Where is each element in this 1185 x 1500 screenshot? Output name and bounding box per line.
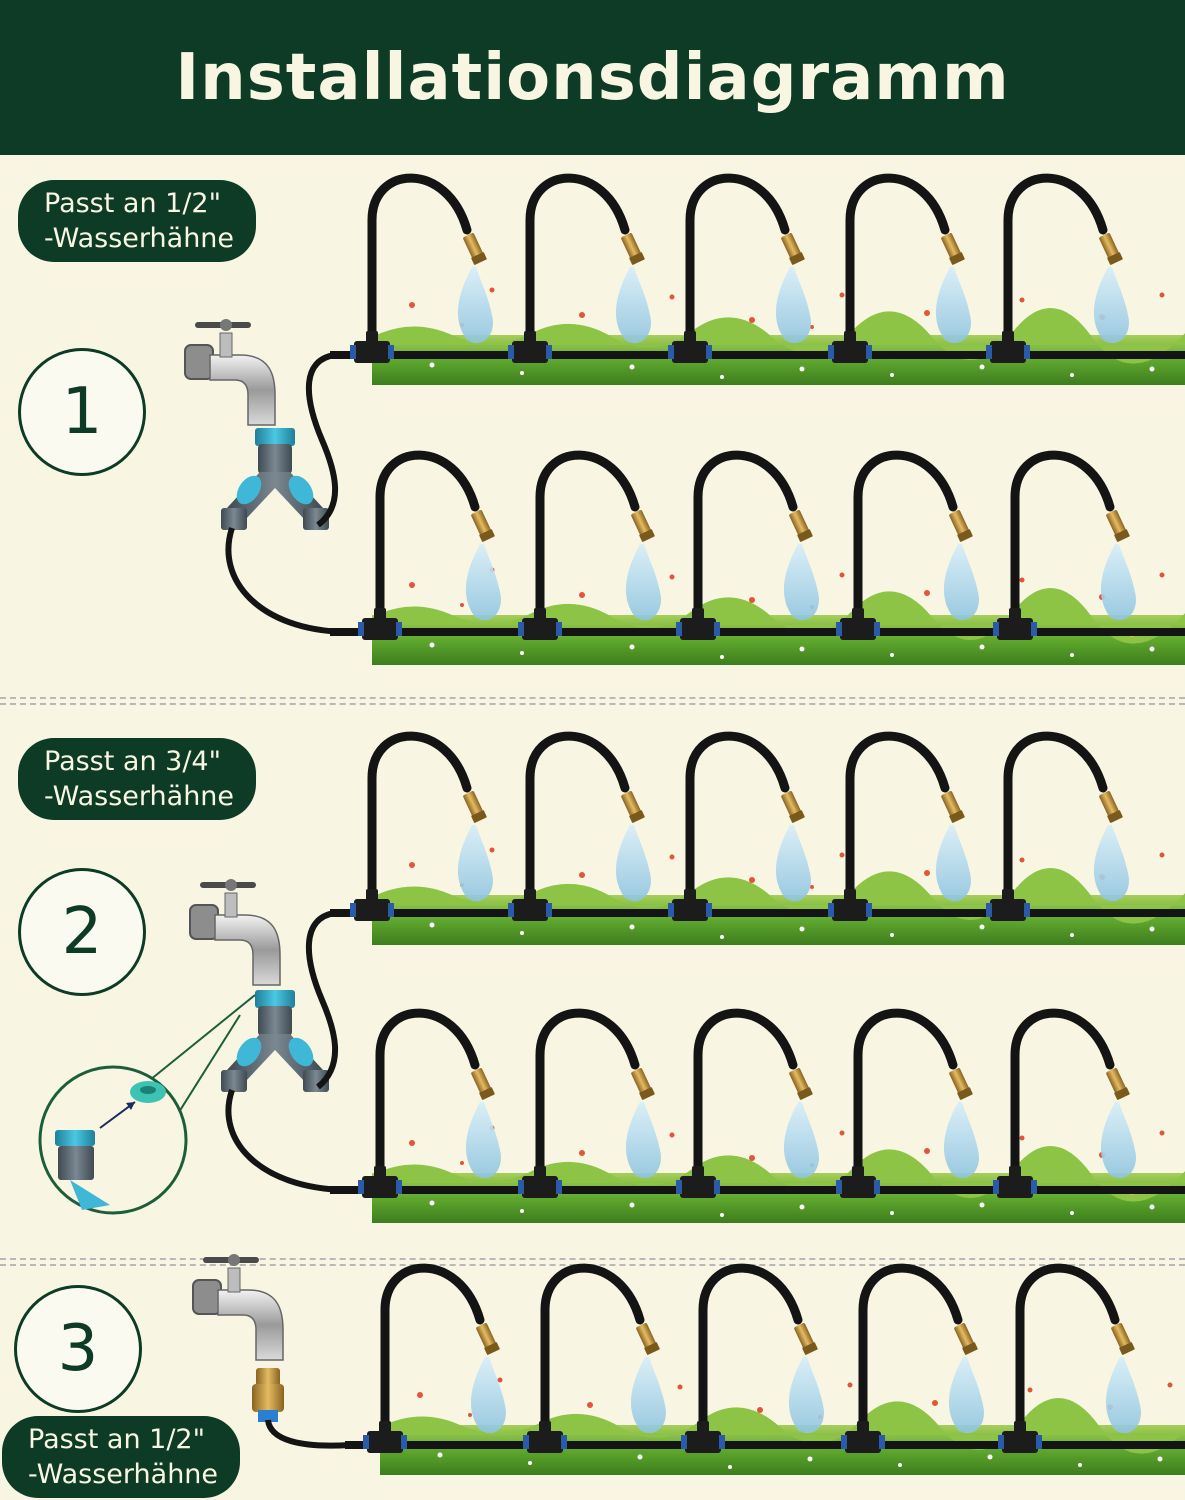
step-1-illustration [185, 178, 1185, 665]
step-number-3: 3 [14, 1285, 142, 1413]
fit-badge-1-line1: Passt an 1/2" [44, 188, 222, 219]
step-number-1: 1 [18, 348, 146, 476]
step-1-section: Passt an 1/2" -Wasserhähne 1 [0, 155, 1185, 695]
fit-badge-2-line2: -Wasserhähne [44, 781, 235, 812]
fit-badge-3-line1: Passt an 1/2" [28, 1424, 206, 1455]
fit-badge-1: Passt an 1/2" -Wasserhähne [18, 180, 257, 262]
step-2-section: Passt an 3/4" -Wasserhähne 2 [0, 705, 1185, 1255]
fit-badge-2: Passt an 3/4" -Wasserhähne [18, 738, 257, 820]
brass-adapter-icon [252, 1368, 284, 1422]
washer-callout [38, 994, 256, 1215]
step-3-illustration [193, 1254, 1185, 1475]
fit-badge-1-line2: -Wasserhähne [44, 223, 235, 254]
fit-badge-3: Passt an 1/2" -Wasserhähne [2, 1416, 241, 1498]
section-divider-1 [0, 697, 1185, 705]
rubber-washer-icon [130, 1081, 166, 1103]
fit-badge-3-line2: -Wasserhähne [28, 1459, 219, 1490]
page-title: Installationsdiagramm [175, 40, 1010, 115]
fit-badge-2-line1: Passt an 3/4" [44, 746, 222, 777]
header-banner: Installationsdiagramm [0, 0, 1185, 155]
step-2-illustration [38, 736, 1185, 1223]
step-number-2: 2 [18, 868, 146, 996]
step-3-section: 3 Passt an 1/2" -Wasserhähne [0, 1265, 1185, 1500]
